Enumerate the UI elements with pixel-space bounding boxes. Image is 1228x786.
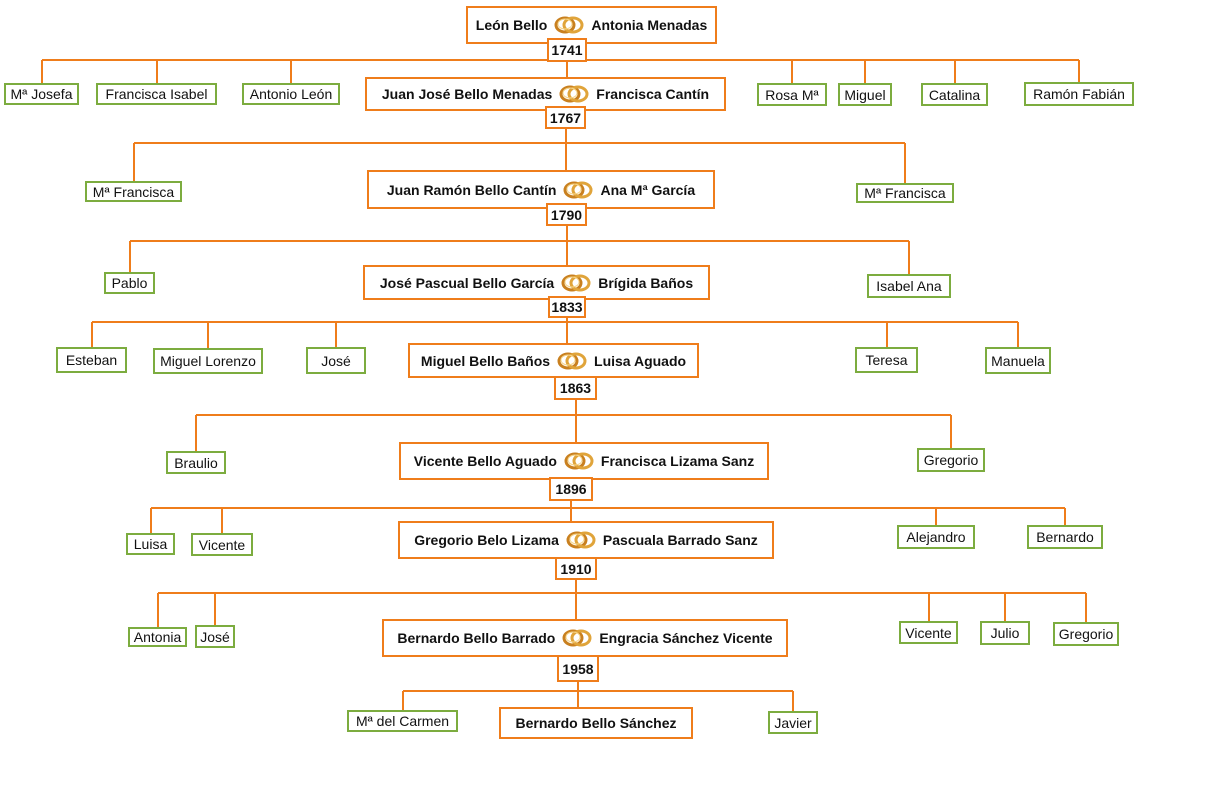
wedding-rings-icon bbox=[565, 530, 597, 550]
marriage-year: 1767 bbox=[545, 106, 586, 129]
child-box: Luisa bbox=[126, 533, 175, 555]
child-box: Alejandro bbox=[897, 525, 975, 549]
marriage-year: 1863 bbox=[554, 376, 597, 400]
wife-name: Engracia Sánchez Vicente bbox=[599, 630, 773, 646]
couple-box: José Pascual Bello García Brígida Baños bbox=[363, 265, 710, 300]
child-box: Miguel bbox=[838, 83, 892, 106]
marriage-year: 1910 bbox=[555, 557, 597, 580]
child-box: Antonia bbox=[128, 627, 187, 647]
wife-name: Brígida Baños bbox=[598, 274, 694, 291]
child-box: Antonio León bbox=[242, 83, 340, 105]
wife-name: Francisca Lizama Sanz bbox=[600, 453, 755, 469]
final-descendant-box: Bernardo Bello Sánchez bbox=[499, 707, 693, 739]
couple-box: Gregorio Belo Lizama Pascuala Barrado San… bbox=[398, 521, 774, 559]
couple-box: Miguel Bello Baños Luisa Aguado bbox=[408, 343, 699, 378]
child-box: Isabel Ana bbox=[867, 274, 951, 298]
child-box: Pablo bbox=[104, 272, 155, 294]
child-box: Vicente bbox=[191, 533, 253, 556]
child-box: Gregorio bbox=[917, 448, 985, 472]
child-box: Miguel Lorenzo bbox=[153, 348, 263, 374]
wife-name: Antonia Menadas bbox=[591, 17, 708, 33]
husband-name: Vicente Bello Aguado bbox=[413, 453, 557, 469]
child-box: Mª Francisca bbox=[85, 181, 182, 202]
child-box: Rosa Mª bbox=[757, 83, 827, 106]
child-box: Teresa bbox=[855, 347, 918, 373]
child-box: Vicente bbox=[899, 621, 958, 644]
husband-name: Bernardo Bello Barrado bbox=[397, 630, 556, 646]
wedding-rings-icon bbox=[561, 628, 593, 648]
marriage-year: 1833 bbox=[548, 296, 586, 318]
child-box: Mª del Carmen bbox=[347, 710, 458, 732]
child-box: Mª Francisca bbox=[856, 183, 954, 203]
child-box: Ramón Fabián bbox=[1024, 82, 1134, 106]
wedding-rings-icon bbox=[563, 451, 595, 471]
marriage-year: 1790 bbox=[546, 203, 587, 226]
child-box: Esteban bbox=[56, 347, 127, 373]
wife-name: Luisa Aguado bbox=[594, 352, 687, 369]
child-box: Francisca Isabel bbox=[96, 83, 217, 105]
marriage-year: 1741 bbox=[547, 38, 587, 62]
wedding-rings-icon bbox=[553, 15, 585, 35]
child-box: José bbox=[195, 625, 235, 648]
husband-name: Juan Ramón Bello Cantín bbox=[386, 181, 557, 198]
couple-box: Bernardo Bello Barrado Engracia Sánchez V… bbox=[382, 619, 788, 657]
couple-box: León Bello Antonia Menadas bbox=[466, 6, 717, 44]
child-box: Gregorio bbox=[1053, 622, 1119, 646]
child-box: Catalina bbox=[921, 83, 988, 106]
couple-box: Vicente Bello Aguado Francisca Lizama San… bbox=[399, 442, 769, 480]
wife-name: Ana Mª García bbox=[600, 181, 696, 198]
wife-name: Francisca Cantín bbox=[596, 86, 710, 102]
wedding-rings-icon bbox=[560, 273, 592, 293]
marriage-year: 1958 bbox=[557, 655, 599, 682]
child-box: Mª Josefa bbox=[4, 83, 79, 105]
child-box: Braulio bbox=[166, 451, 226, 474]
couple-box: Juan Ramón Bello Cantín Ana Mª García bbox=[367, 170, 715, 209]
husband-name: Gregorio Belo Lizama bbox=[414, 532, 559, 548]
husband-name: Miguel Bello Baños bbox=[420, 352, 551, 369]
wedding-rings-icon bbox=[558, 84, 590, 104]
wife-name: Pascuala Barrado Sanz bbox=[602, 532, 758, 548]
wedding-rings-icon bbox=[562, 180, 594, 200]
husband-name: Juan José Bello Menadas bbox=[381, 86, 553, 102]
child-box: Javier bbox=[768, 711, 818, 734]
child-box: José bbox=[306, 347, 366, 374]
child-box: Manuela bbox=[985, 347, 1051, 374]
husband-name: José Pascual Bello García bbox=[379, 274, 555, 291]
wedding-rings-icon bbox=[556, 351, 588, 371]
child-box: Julio bbox=[980, 621, 1030, 645]
child-box: Bernardo bbox=[1027, 525, 1103, 549]
marriage-year: 1896 bbox=[549, 477, 593, 501]
husband-name: León Bello bbox=[475, 17, 548, 33]
